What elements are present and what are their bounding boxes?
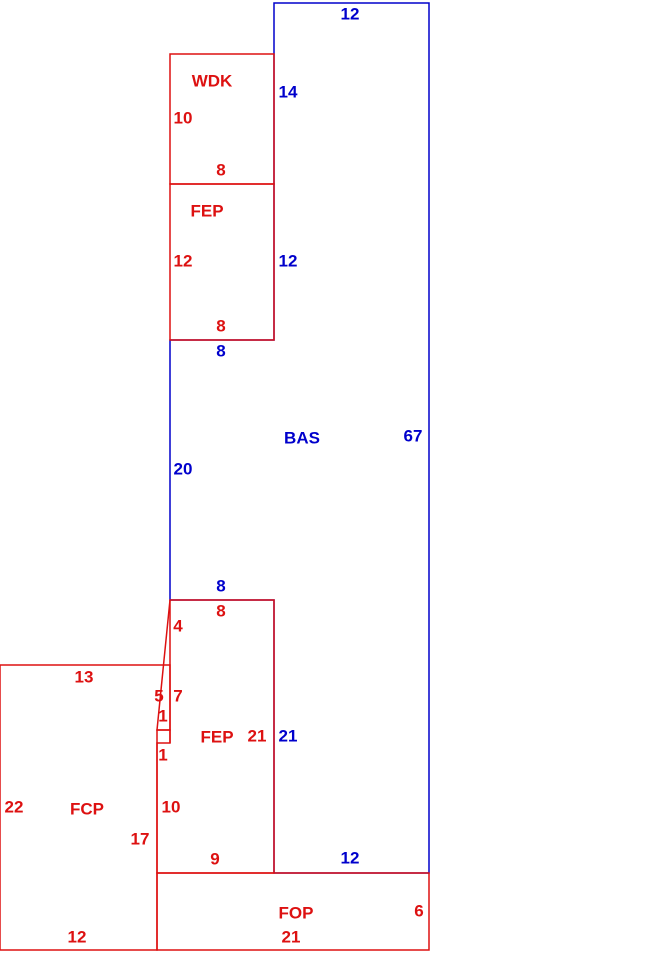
fep-lower-dim-jog-top: 1 (158, 706, 167, 725)
fcp-name-label: FCP (70, 799, 104, 818)
fcp-dim-right-top: 5 (154, 686, 163, 705)
bas-dim-bottom: 12 (341, 848, 360, 867)
fep-lower-dim-left-a: 7 (173, 686, 182, 705)
fop-name-label: FOP (279, 903, 314, 922)
fcp-outline (0, 664, 171, 951)
bas-dim-notch-bottom: 8 (216, 576, 225, 595)
fep-lower-name-label: FEP (200, 727, 233, 746)
fep-upper-name-label: FEP (190, 201, 223, 220)
fep-upper-dim-left: 12 (174, 251, 193, 270)
fep-lower-dim-left-top: 4 (173, 616, 183, 635)
fcp-dim-right: 17 (131, 829, 150, 848)
bas-dim-top: 12 (341, 4, 360, 23)
bas-dim-left-upper-1: 14 (279, 82, 298, 101)
fep-upper-outline (169, 183, 275, 341)
fep-lower-dim-left-lower: 10 (162, 797, 181, 816)
fep-lower-dim-right: 21 (248, 726, 267, 745)
bas-dim-left-mid: 20 (174, 459, 193, 478)
wdk-name-label: WDK (192, 71, 233, 90)
fep-upper-dim-bottom: 8 (216, 316, 225, 335)
fep-lower-dim-top: 8 (216, 601, 225, 620)
fop-outline (156, 872, 430, 951)
bas-name-label: BAS (284, 428, 320, 447)
fop-dim-right: 6 (414, 901, 423, 920)
wdk-dim-bottom: 8 (216, 160, 225, 179)
fcp-dim-left: 22 (5, 797, 24, 816)
bas-dim-notch-top: 8 (216, 341, 225, 360)
fcp-dim-bottom: 12 (68, 927, 87, 946)
fop-dim-bottom: 21 (282, 927, 301, 946)
bas-dim-right: 67 (404, 426, 423, 445)
bas-dim-left-lower: 21 (279, 726, 298, 745)
wdk-dim-left: 10 (174, 108, 193, 127)
bas-dim-left-upper-2: 12 (279, 251, 298, 270)
fcp-dim-top: 13 (75, 667, 94, 686)
fep-lower-dim-jog-bottom: 1 (158, 745, 167, 764)
fep-lower-dim-bottom: 9 (210, 849, 219, 868)
